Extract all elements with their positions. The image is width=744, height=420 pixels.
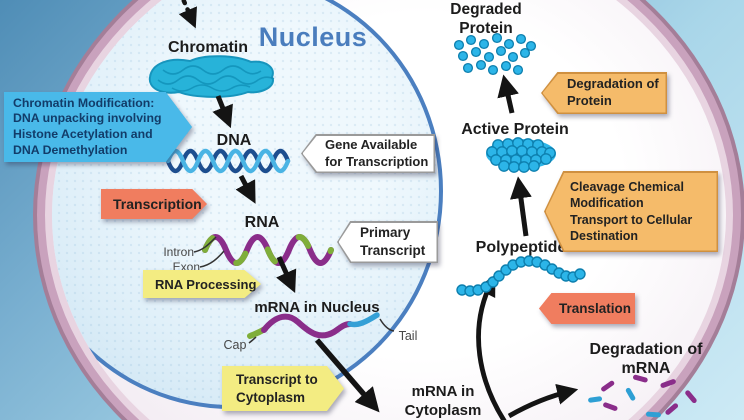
callout-line: Chromatin Modification: [13,95,155,110]
callout-cleavage: Cleavage Chemical Modification Transport… [544,171,718,252]
degraded-protein-label: Degraded Protein [450,1,522,37]
mrna-cytoplasm-label: mRNA in Cytoplasm [404,383,482,419]
active-protein-label: Active Protein [461,121,569,138]
callout-translation: Translation [539,293,635,324]
callout-degradation-of-protein: Degradation of Protein [541,72,667,114]
dna-label: DNA [216,132,252,149]
nucleus-title: Nucleus [258,22,368,52]
intron-label: Intron [163,245,194,259]
callout-line: Cleavage Chemical [570,180,684,194]
callout-gene-available: Gene Available for Transcription [301,134,435,173]
callout-line: Modification [570,196,644,211]
callout-line: DNA unpacking involving [13,111,162,126]
callout-line: Transport to Cellular [570,212,693,227]
cap-label: Cap [223,338,247,352]
tail-label: Tail [398,329,418,343]
degradation-mrna-label: Degradation of mRNA [589,341,703,378]
callout-line: Histone Acetylation and [13,127,153,141]
rna-label: RNA [244,214,280,231]
callout-chromatin-modification: Chromatin Modification: DNA unpacking in… [4,92,192,162]
callout-transcription: Transcription [101,189,207,219]
chromatin-label: Chromatin [168,39,248,56]
callout-line: Destination [570,228,639,243]
callout-rna-processing: RNA Processing [143,270,261,298]
callout-line: DNA Demethylation [13,142,128,157]
callout-primary-transcript: Primary Transcript [337,221,438,263]
polypeptide-label: Polypeptide [475,239,567,256]
mrna-nucleus-label: mRNA in Nucleus [254,299,380,316]
callout-transcript-to-cytoplasm: Transcript to Cytoplasm [222,366,344,411]
